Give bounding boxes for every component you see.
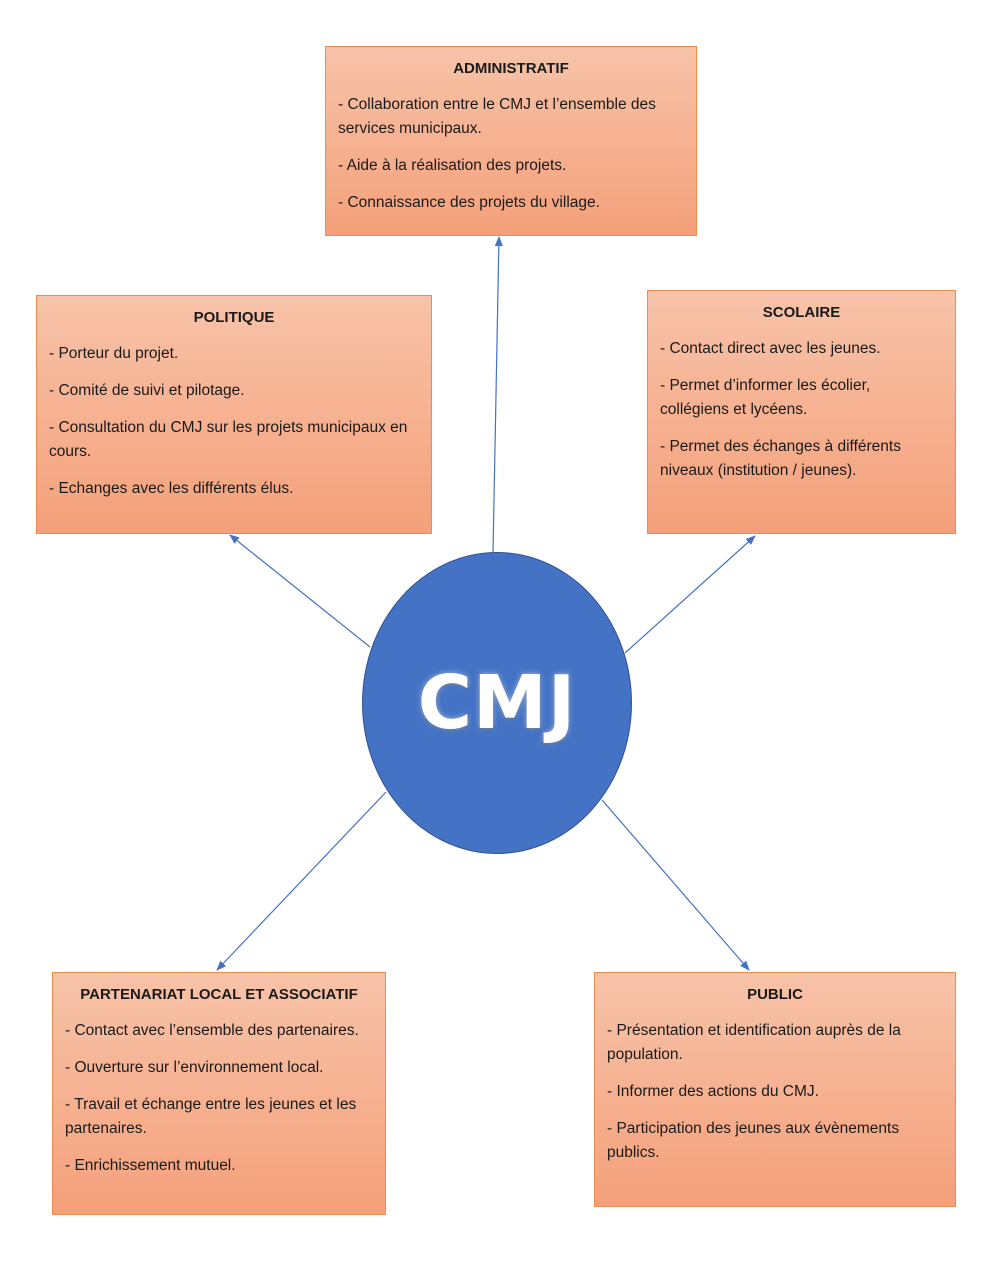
box-item: - Enrichissement mutuel. (65, 1157, 236, 1174)
arrow-to-public (601, 799, 750, 971)
arrow-to-administratif (492, 236, 503, 553)
arrow-to-partenariat (216, 791, 387, 971)
box-item: - Porteur du projet. (49, 345, 179, 362)
box-item: - Connaissance des projets du village. (338, 194, 600, 211)
box-item: - Echanges avec les différents élus. (49, 480, 294, 497)
box-politique: POLITIQUE - Porteur du projet. - Comité … (36, 295, 432, 534)
box-item: - Comité de suivi et pilotage. (49, 382, 245, 399)
cmj-center-node: CMJ (362, 552, 632, 854)
box-partenariat: PARTENARIAT LOCAL ET ASSOCIATIF - Contac… (52, 972, 386, 1215)
box-public: PUBLIC - Présentation et identification … (594, 972, 956, 1207)
box-item: - Aide à la réalisation des projets. (338, 157, 567, 174)
box-item: - Consultation du CMJ sur les projets mu… (49, 419, 408, 460)
box-item: - Collaboration entre le CMJ et l’ensemb… (338, 96, 656, 137)
box-administratif: ADMINISTRATIF - Collaboration entre le C… (325, 46, 697, 236)
center-label: CMJ (417, 660, 577, 746)
box-title: POLITIQUE (193, 309, 275, 326)
box-title: PARTENARIAT LOCAL ET ASSOCIATIF (80, 986, 358, 1003)
box-item: - Travail et échange entre les jeunes et… (65, 1096, 357, 1137)
box-item: - Ouverture sur l’environnement local. (65, 1059, 324, 1076)
arrow-to-politique (229, 534, 371, 648)
box-item: - Participation des jeunes aux évènement… (607, 1120, 900, 1161)
box-item: - Contact avec l’ensemble des partenaire… (65, 1022, 359, 1039)
box-title: ADMINISTRATIF (453, 60, 569, 77)
box-item: - Permet d’informer les écolier, collégi… (660, 377, 871, 418)
box-item: - Présentation et identification auprès … (607, 1022, 901, 1063)
box-item: - Permet des échanges à différents nivea… (660, 438, 901, 479)
box-title: PUBLIC (747, 986, 803, 1003)
box-item: - Contact direct avec les jeunes. (660, 340, 881, 357)
arrow-to-scolaire (624, 535, 756, 654)
box-item: - Informer des actions du CMJ. (607, 1083, 819, 1100)
box-scolaire: SCOLAIRE - Contact direct avec les jeune… (647, 290, 956, 534)
box-title: SCOLAIRE (762, 304, 841, 321)
